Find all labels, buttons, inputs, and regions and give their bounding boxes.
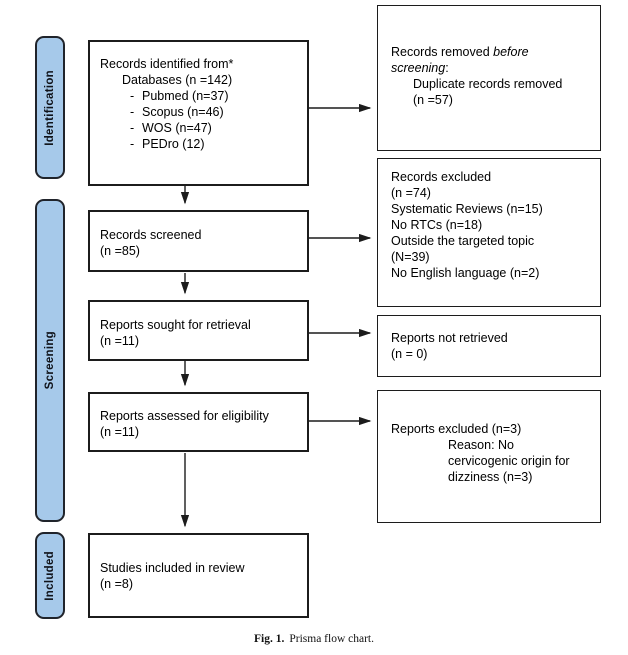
- box-line: Records screened: [100, 228, 202, 242]
- box-line: Reports assessed for eligibility: [100, 409, 269, 423]
- box-line: Pubmed (n=37): [142, 89, 229, 103]
- box-line: dizziness (n=3): [448, 470, 533, 484]
- box-line: cervicogenic origin for: [448, 454, 570, 468]
- box-text-italic: screening: [391, 61, 446, 75]
- box-line: (n =74): [391, 186, 431, 200]
- box-line: Scopus (n=46): [142, 105, 224, 119]
- box-line: Records excluded: [391, 170, 492, 184]
- box-line: Databases (n =142): [122, 73, 233, 87]
- box-line: (n =8): [100, 577, 134, 591]
- box-line: Duplicate records removed: [413, 77, 563, 91]
- box-line: No English language (n=2): [391, 266, 540, 280]
- reports-assessed-box: Reports assessed for eligibility (n =11): [88, 392, 309, 452]
- box-text: Records removed: [391, 45, 494, 59]
- box-line: (n =11): [100, 334, 140, 348]
- box-text: :: [445, 61, 449, 75]
- box-line: (n =57): [413, 93, 453, 107]
- box-line: (n =11): [100, 425, 140, 439]
- stage-included: Included: [35, 532, 65, 619]
- reports-sought-box: Reports sought for retrieval (n =11): [88, 300, 309, 361]
- box-line: (N=39): [391, 250, 430, 264]
- reports-not-retrieved-box: Reports not retrieved (n = 0): [377, 315, 601, 377]
- box-line: Reason: No: [448, 438, 515, 452]
- box-line: WOS (n=47): [142, 121, 212, 135]
- records-removed-box: Records removed before screening: Duplic…: [377, 5, 601, 151]
- box-line: Records removed before: [391, 44, 592, 60]
- box-line: Reports excluded (n=3): [391, 422, 522, 436]
- database-item: - Pubmed (n=37): [100, 88, 299, 104]
- reports-excluded-box: Reports excluded (n=3) Reason: No cervic…: [377, 390, 601, 523]
- box-line: Outside the targeted topic: [391, 234, 535, 248]
- figure-caption-text: Prisma flow chart.: [289, 633, 374, 645]
- records-screened-box: Records screened (n =85): [88, 210, 309, 272]
- box-line: Reports sought for retrieval: [100, 318, 251, 332]
- bullet-dash: -: [130, 89, 135, 103]
- stage-identification-label: Identification: [44, 69, 56, 146]
- box-line: PEDro (12): [142, 137, 205, 151]
- stage-identification: Identification: [35, 36, 65, 179]
- bullet-dash: -: [130, 105, 135, 119]
- bullet-dash: -: [130, 137, 135, 151]
- box-line: screening:: [391, 60, 592, 76]
- bullet-dash: -: [130, 121, 135, 135]
- database-item: - Scopus (n=46): [100, 104, 299, 120]
- box-line: (n = 0): [391, 347, 428, 361]
- box-line: No RTCs (n=18): [391, 218, 483, 232]
- box-line: Studies included in review: [100, 561, 245, 575]
- figure-caption-label: Fig. 1.: [254, 633, 285, 645]
- database-item: - WOS (n=47): [100, 120, 299, 136]
- figure-caption: Fig. 1. Prisma flow chart.: [0, 631, 628, 647]
- records-excluded-box: Records excluded (n =74) Systematic Revi…: [377, 158, 601, 307]
- stage-screening-label: Screening: [44, 331, 56, 390]
- database-item: - PEDro (12): [100, 136, 299, 152]
- stage-included-label: Included: [44, 550, 56, 601]
- records-identified-box: Records identified from* Databases (n =1…: [88, 40, 309, 186]
- box-line: Reports not retrieved: [391, 331, 508, 345]
- box-line: Records identified from*: [100, 57, 234, 71]
- box-line: (n =85): [100, 244, 140, 258]
- box-line: Systematic Reviews (n=15): [391, 202, 543, 216]
- stage-screening: Screening: [35, 199, 65, 522]
- box-text-italic: before: [493, 45, 529, 59]
- studies-included-box: Studies included in review (n =8): [88, 533, 309, 618]
